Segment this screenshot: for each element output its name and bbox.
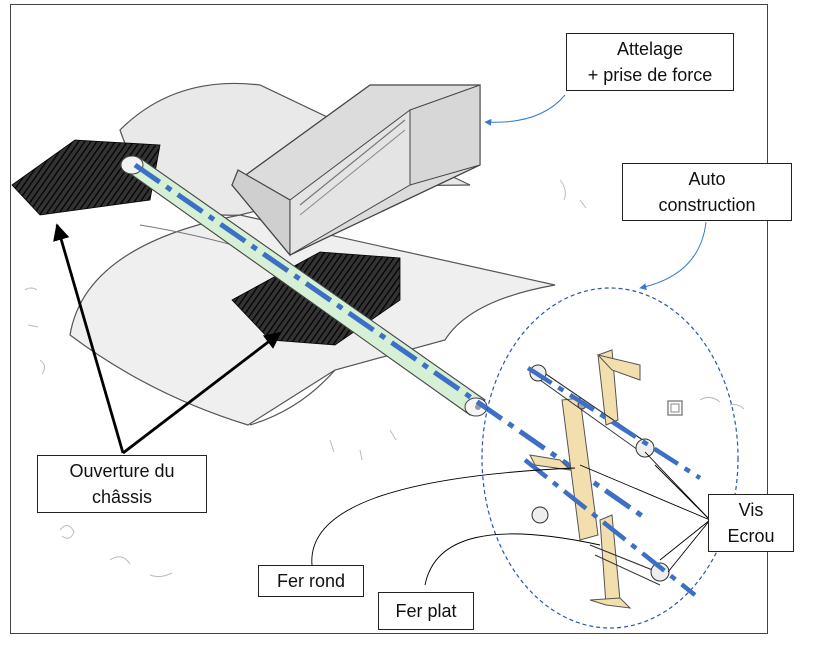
pencil-scribbles xyxy=(24,179,745,578)
label-vis-line2: Ecrou xyxy=(727,526,775,546)
label-attelage: Attelage + prise de force xyxy=(566,33,734,91)
label-attelage-line2: + prise de force xyxy=(587,65,713,85)
label-vis-line1: Vis xyxy=(738,500,764,520)
screw-nut-assembly xyxy=(529,349,683,609)
diagram-frame xyxy=(10,4,768,634)
label-fer-rond-text: Fer rond xyxy=(276,571,346,591)
label-fer-plat: Fer plat xyxy=(378,592,474,630)
label-vis-ecrou: Vis Ecrou xyxy=(708,494,794,552)
label-attelage-line1: Attelage xyxy=(616,39,684,59)
label-fer-rond: Fer rond xyxy=(258,565,364,597)
label-auto-line2: construction xyxy=(658,195,756,215)
coupling-box xyxy=(231,84,481,257)
round-rod xyxy=(120,155,488,417)
screw-axis-top xyxy=(526,366,702,480)
label-fer-plat-text: Fer plat xyxy=(395,601,457,621)
screw-axis-bottom xyxy=(523,458,697,597)
label-auto-line1: Auto xyxy=(688,169,726,189)
leader-lines xyxy=(53,94,711,586)
auto-construction-ellipse xyxy=(481,287,739,629)
label-auto-construction: Auto construction xyxy=(622,163,792,221)
label-ouverture-line2: châssis xyxy=(91,487,153,507)
label-ouverture-chassis: Ouverture du châssis xyxy=(37,455,207,513)
label-ouverture-line1: Ouverture du xyxy=(69,461,175,481)
